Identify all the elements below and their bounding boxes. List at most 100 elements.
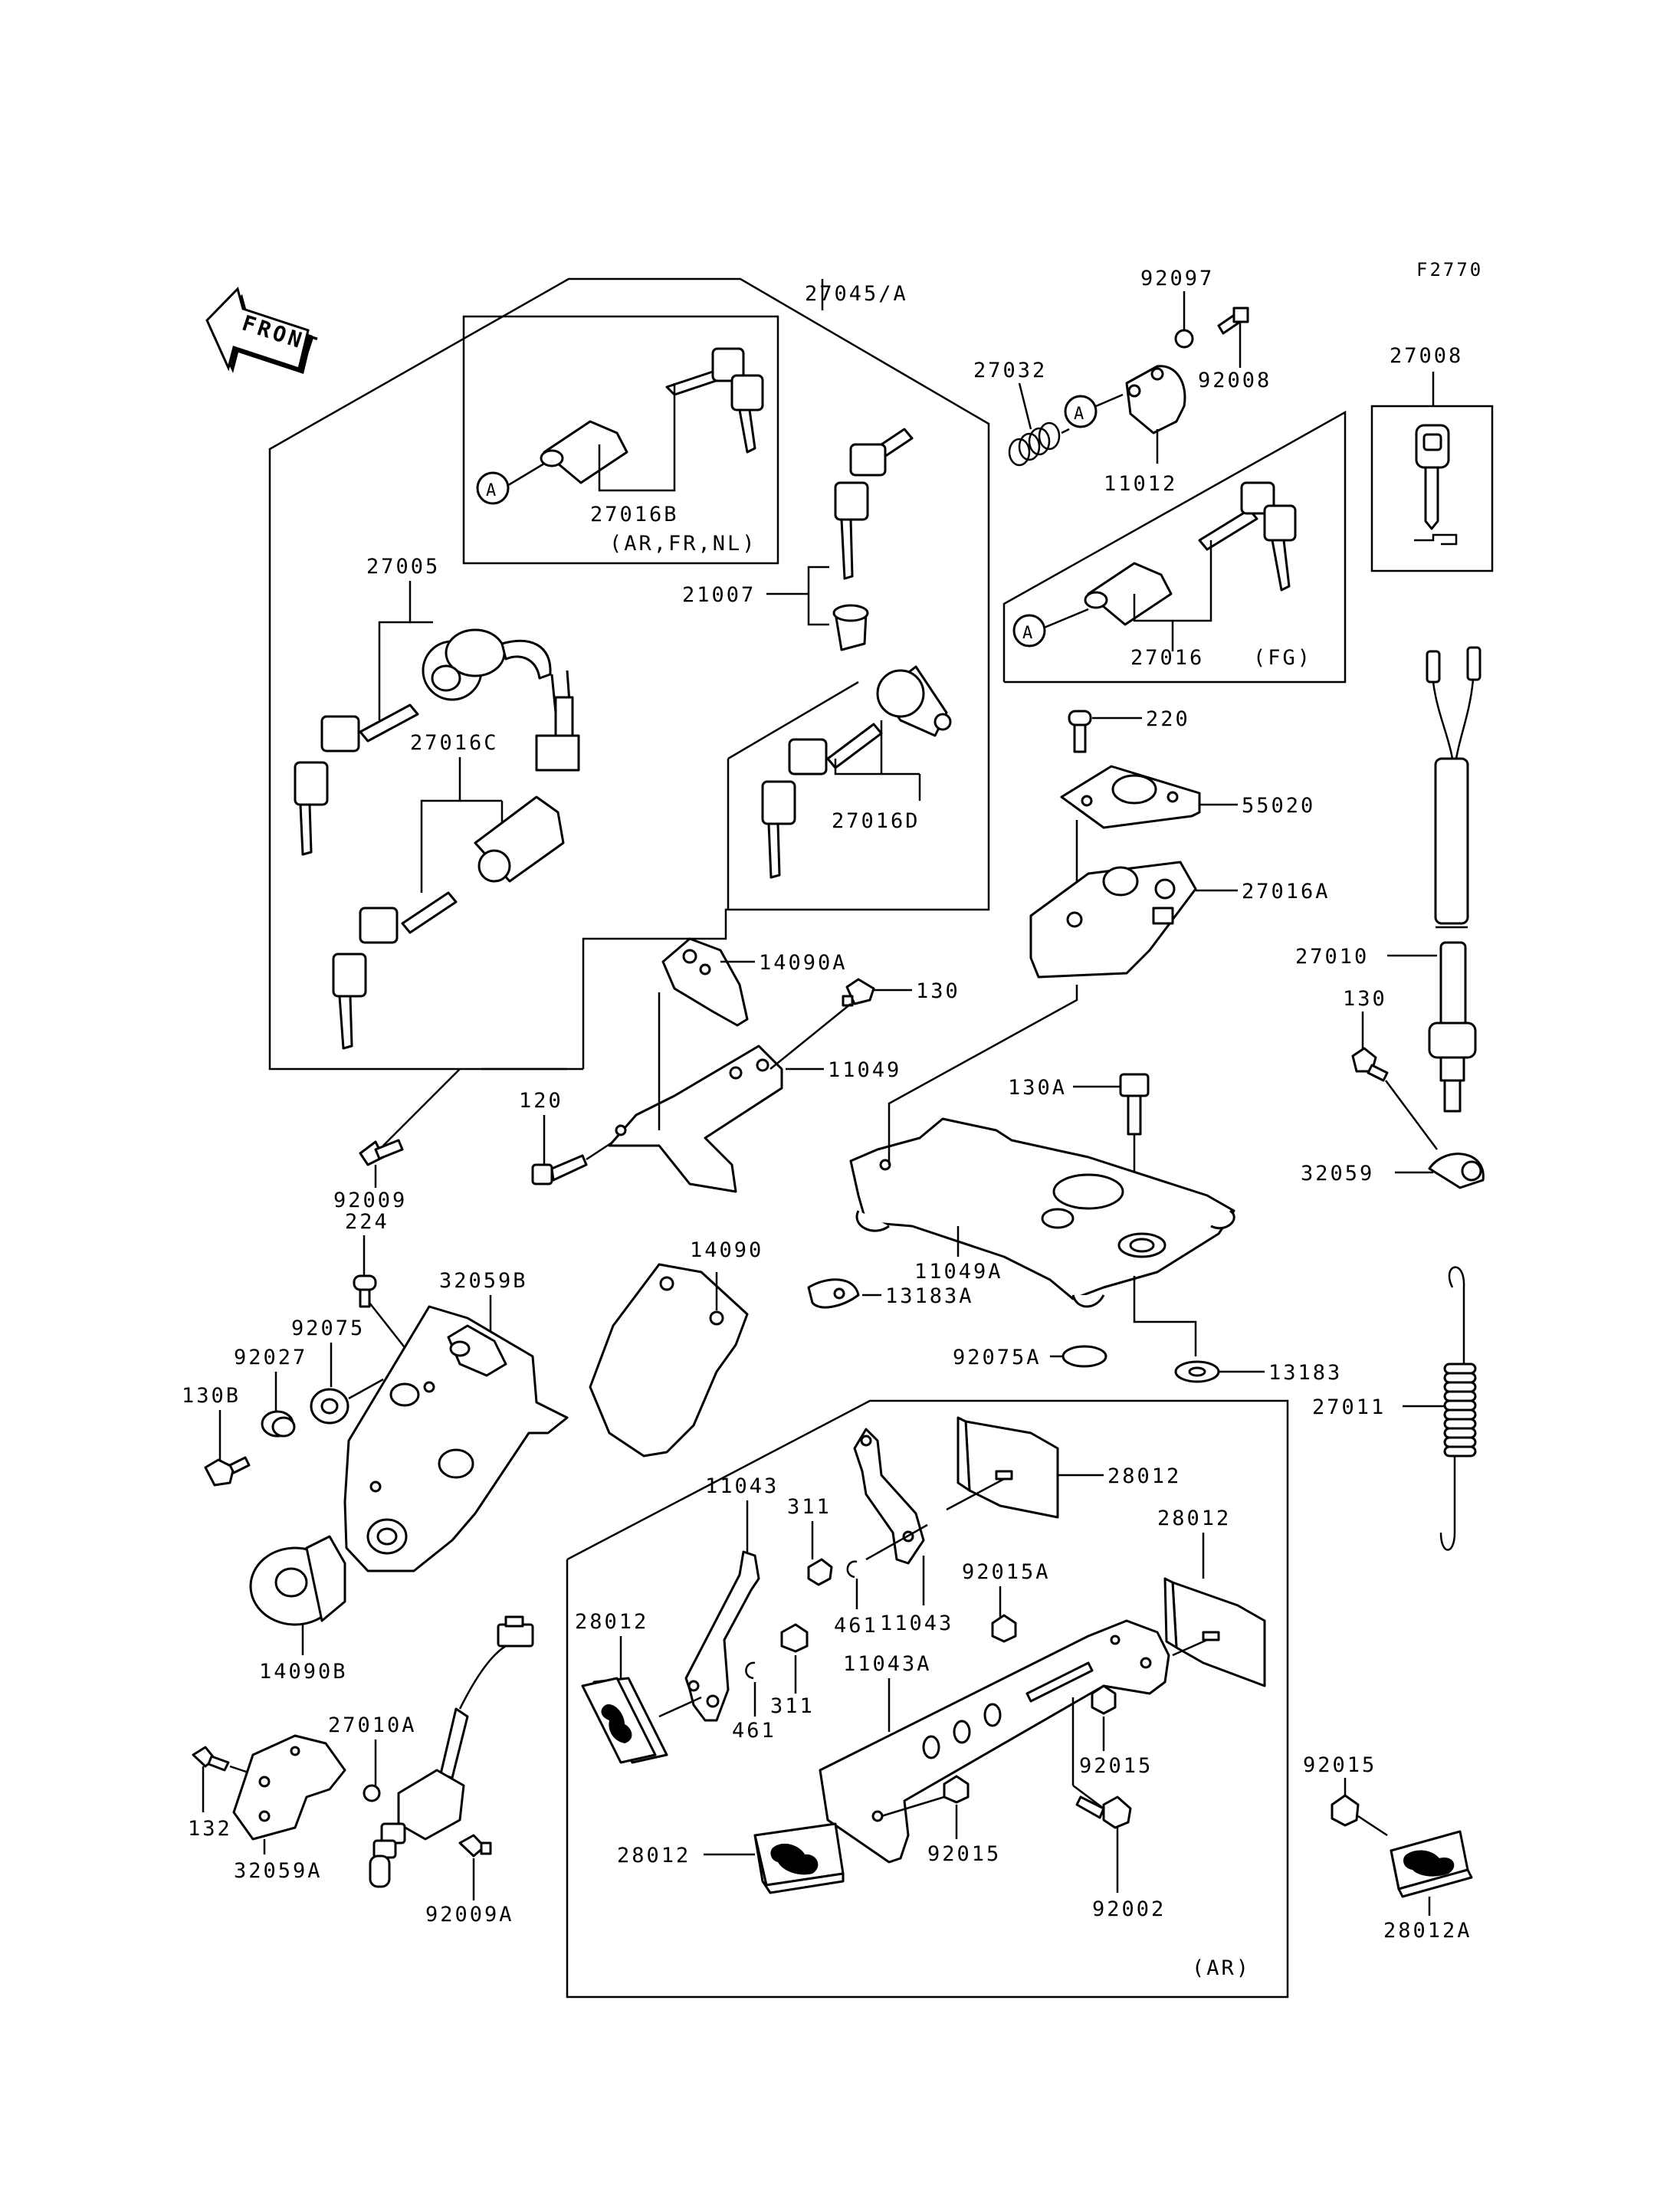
bracket-32059A	[232, 1734, 346, 1841]
label-92015-mid: 92015	[1079, 1754, 1153, 1778]
label-28012-a: 28012	[575, 1610, 648, 1634]
key-pair-27016C	[332, 891, 458, 1050]
label-13183A: 13183A	[885, 1284, 974, 1308]
label-28012A: 28012A	[1383, 1919, 1472, 1943]
label-92008: 92008	[1198, 369, 1271, 392]
key-blank-box	[1370, 405, 1494, 572]
bolt-120	[531, 1154, 588, 1185]
label-220: 220	[1146, 707, 1190, 731]
label-27010: 27010	[1295, 945, 1369, 969]
label-311-bot: 311	[770, 1694, 815, 1718]
label-14090: 14090	[690, 1238, 763, 1262]
label-11049A: 11049A	[914, 1260, 1003, 1284]
label-461-top: 461	[834, 1614, 878, 1638]
cover-14090A	[661, 937, 749, 1027]
switch-27010A	[363, 1615, 534, 1888]
label-11049: 11049	[828, 1058, 901, 1082]
label-92009: 92009	[333, 1189, 407, 1212]
cap-21007	[832, 604, 869, 651]
bolt-130-top	[842, 978, 875, 1007]
screw-92008	[1217, 307, 1249, 335]
lock-27016C	[474, 795, 565, 883]
label-11043-left: 11043	[705, 1474, 779, 1498]
label-92075A: 92075A	[953, 1346, 1042, 1369]
bracket-11043A	[819, 1619, 1170, 1864]
bracket-11043-mid	[853, 1428, 925, 1565]
label-92075: 92075	[291, 1317, 365, 1340]
cover-14090B	[249, 1535, 346, 1626]
label-55020: 55020	[1242, 794, 1315, 818]
washer-461-bot	[745, 1661, 756, 1680]
key-pair-27005	[294, 703, 419, 856]
spring-27032	[1008, 421, 1061, 467]
bracket-27016A	[1029, 861, 1197, 979]
label-130B: 130B	[182, 1384, 241, 1408]
bracket-11049A	[849, 1117, 1235, 1308]
label-224: 224	[345, 1210, 389, 1234]
ignition-set-group-outline: 27045/A	[268, 277, 990, 1071]
bracket-11043-left	[684, 1550, 760, 1722]
label-130A: 130A	[1008, 1076, 1067, 1100]
label-130-top: 130	[916, 979, 960, 1003]
screw-224	[353, 1274, 377, 1308]
label-11012: 11012	[1104, 472, 1177, 496]
label-27005: 27005	[366, 555, 440, 579]
plate-55020	[1060, 765, 1201, 829]
main-switch-27005	[422, 628, 580, 772]
label-120: 120	[519, 1089, 563, 1113]
reflector-28012-top	[956, 1416, 1059, 1519]
label-27016D: 27016D	[832, 809, 920, 833]
ref-a-2: A	[1074, 405, 1084, 424]
spring-27011	[1439, 1266, 1465, 1551]
label-27016B: 27016B	[590, 503, 679, 526]
washer-13183	[1174, 1360, 1220, 1383]
reflector-28012A	[1390, 1830, 1473, 1898]
bracket-11049	[608, 1044, 783, 1193]
label-11043-mid: 11043	[880, 1612, 953, 1635]
label-92097: 92097	[1140, 267, 1214, 290]
collar-92027	[261, 1410, 296, 1438]
label-27010A: 27010A	[328, 1713, 417, 1737]
screw-220	[1068, 710, 1092, 753]
label-27011: 27011	[1312, 1395, 1386, 1419]
label-28012-b: 28012	[1107, 1464, 1181, 1488]
label-14090A: 14090A	[759, 951, 848, 975]
label-27016A: 27016A	[1242, 880, 1331, 903]
key-blank-27008	[1414, 424, 1458, 546]
key-pair-27016D	[761, 723, 883, 879]
label-32059B: 32059B	[439, 1269, 528, 1293]
reflector-28012-right	[1163, 1577, 1266, 1687]
nut-92015-right	[1091, 1684, 1117, 1715]
label-28012-d: 28012	[617, 1844, 691, 1867]
label-92009A: 92009A	[425, 1903, 514, 1926]
clip-13183A	[807, 1278, 860, 1309]
label-132: 132	[188, 1817, 232, 1841]
reflector-28012-bottom	[753, 1822, 845, 1894]
plate-11012	[1125, 365, 1186, 434]
label-130-right: 130	[1343, 987, 1387, 1011]
label-21007: 21007	[682, 583, 756, 607]
label-92015A: 92015A	[962, 1560, 1051, 1584]
nut-92015-bot	[943, 1775, 970, 1804]
variant-ar: (AR)	[1192, 1956, 1251, 1980]
nut-311-bot	[780, 1623, 809, 1653]
figure-code: F2770	[1416, 259, 1483, 280]
nut-92015-outer	[1331, 1794, 1360, 1827]
label-13183: 13183	[1268, 1361, 1342, 1385]
grommet-92075	[310, 1388, 349, 1425]
label-92015-right: 92015	[1303, 1753, 1376, 1777]
screw-92009A	[458, 1834, 492, 1858]
lock-set-fg-box: A 27016 (FG)	[1002, 410, 1347, 684]
reflector-ar-box: (AR)	[566, 1399, 1289, 1999]
label-11043A: 11043A	[843, 1652, 932, 1676]
key-pair-right	[834, 428, 914, 580]
label-27016: 27016	[1130, 646, 1204, 670]
label-27045A: 27045/A	[805, 282, 908, 306]
label-27016C: 27016C	[410, 731, 499, 755]
screw-132	[192, 1746, 230, 1772]
nut-311-top	[807, 1558, 833, 1586]
label-311-top: 311	[787, 1495, 832, 1519]
reflector-28012-left	[581, 1677, 668, 1764]
nut-92015A	[991, 1614, 1017, 1643]
lock-set-ar-fr-nl-box: 27016B (AR,FR,NL) A	[462, 315, 779, 565]
